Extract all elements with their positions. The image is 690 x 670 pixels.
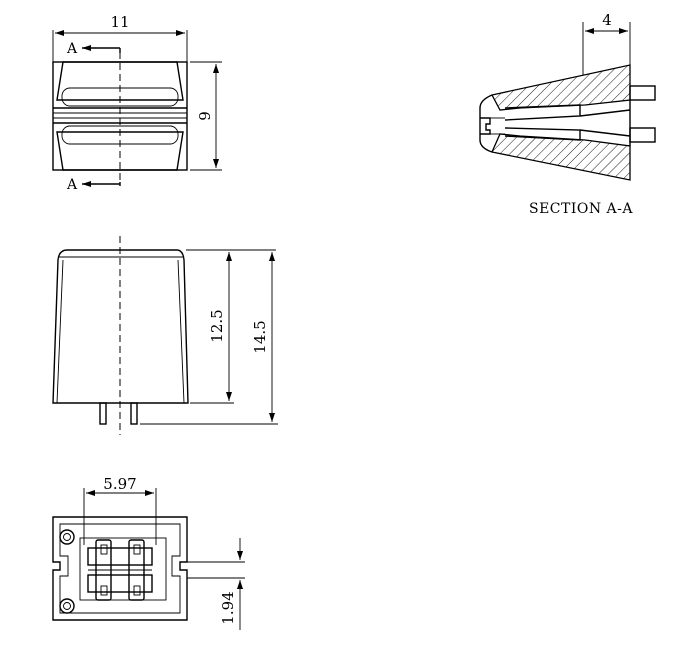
top-view: 11 9 A A (52, 13, 222, 193)
dim-width-11: 11 (110, 13, 129, 31)
section-mark-top: A (66, 41, 78, 57)
dim-pitch-5-97: 5.97 (103, 475, 136, 493)
front-view: 12.5 14.5 (52, 236, 278, 435)
section-caption: SECTION A-A (529, 201, 633, 217)
section-mark-bottom: A (66, 177, 78, 193)
dim-offset-1-94: 1.94 (219, 591, 237, 624)
section-view: 4 SECTION A-A (479, 11, 656, 217)
dim-body-12-5: 12.5 (208, 309, 226, 342)
dim-section-4: 4 (602, 11, 612, 29)
bottom-view: 5.97 1.94 (52, 475, 245, 630)
dim-height-9: 9 (196, 111, 214, 121)
dim-total-14-5: 14.5 (251, 320, 269, 353)
